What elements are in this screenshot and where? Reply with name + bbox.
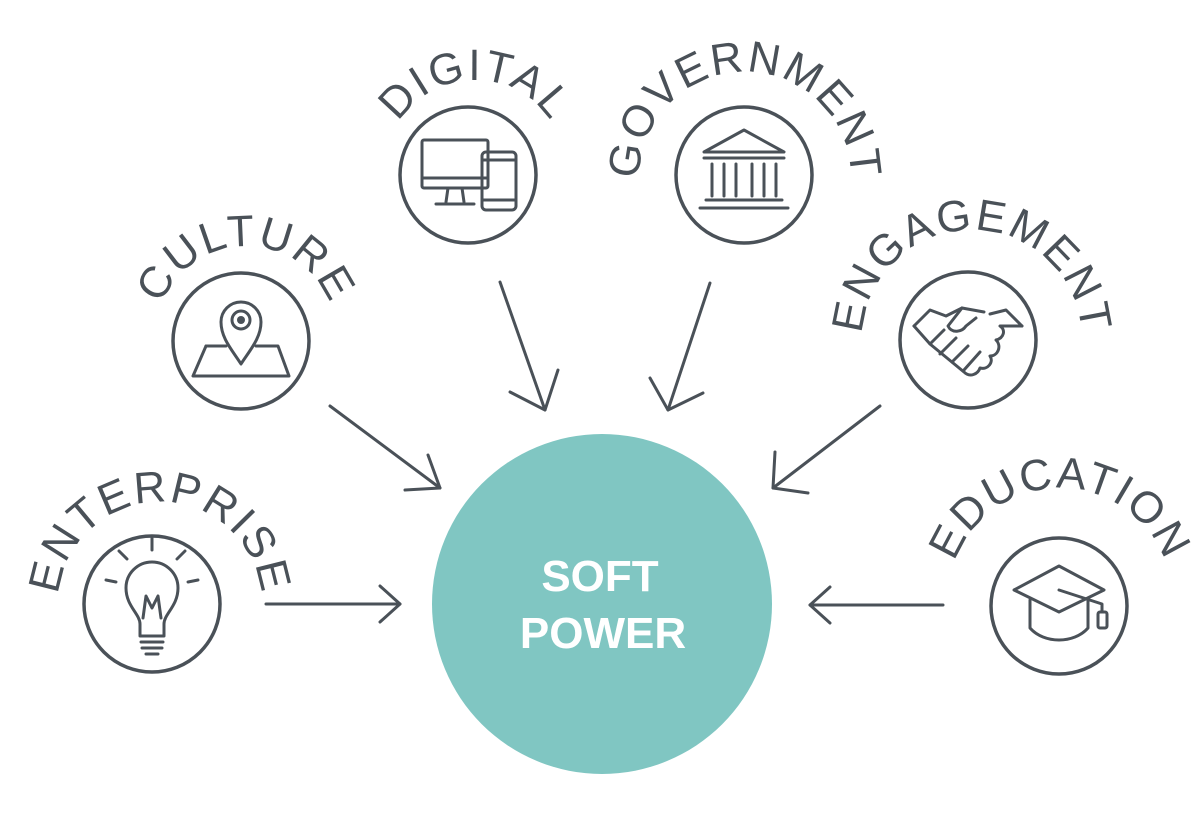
arrows [264,280,945,625]
arrow-digital [498,280,560,412]
arrow-government [648,281,712,412]
arrow-engagement [771,404,882,495]
government-building-icon [698,128,790,210]
pillar-digital: DIGITAL [369,41,580,245]
arrow-education [808,585,945,625]
pillar-ring-culture [171,271,311,411]
pillar-culture: CULTURE [127,206,363,411]
center-label-line2: POWER [520,609,686,658]
pillar-engagement: ENGAGEMENT [823,190,1119,410]
center-label-line1: SOFT [541,552,658,601]
lightbulb-icon [104,536,200,656]
graduation-cap-icon [1012,564,1109,642]
devices-icon [420,138,518,212]
pillar-ring-government [674,105,814,245]
arrow-enterprise [264,584,402,624]
pillar-ring-education [989,536,1129,676]
pillar-education: EDUCATION [919,448,1199,676]
pillar-enterprise: ENTERPRISE [19,462,299,674]
pillar-ring-engagement [898,270,1038,410]
handshake-icon [912,306,1024,377]
center-node: SOFT POWER [432,434,772,774]
arrow-culture [328,404,442,492]
map-pin-icon [191,300,291,378]
pillar-ring-enterprise [82,534,222,674]
center-circle [432,434,772,774]
pillar-government: GOVERNMENT [599,32,889,245]
